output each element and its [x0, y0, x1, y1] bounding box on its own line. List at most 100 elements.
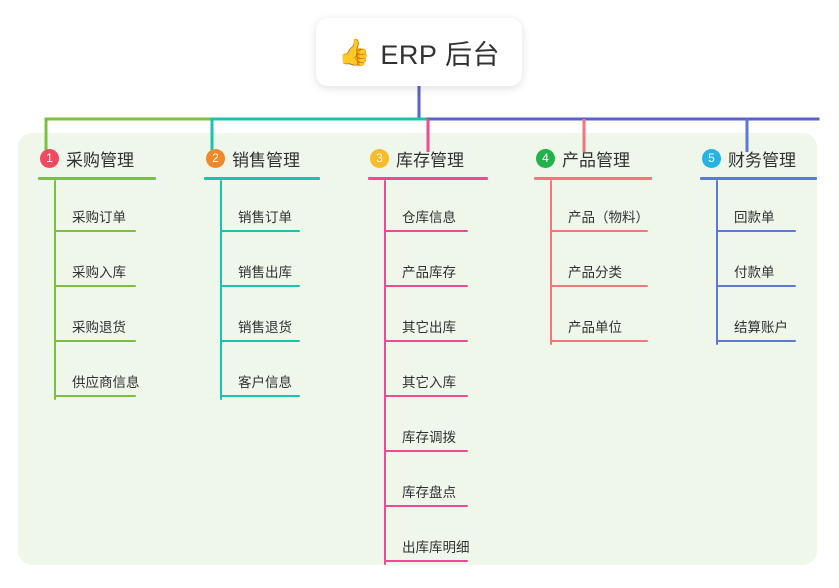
- branch-child-item[interactable]: 供应商信息: [54, 345, 156, 400]
- branch-child-item[interactable]: 客户信息: [220, 345, 320, 400]
- branch-child-label: 采购入库: [72, 265, 126, 280]
- branch-title: 库存管理: [396, 150, 464, 170]
- branch-child-item[interactable]: 付款单: [716, 235, 817, 290]
- branch-child-label: 销售出库: [238, 265, 292, 280]
- branch-child-rule: [716, 340, 796, 342]
- branch-child-rule: [384, 340, 468, 342]
- branch-child-label: 销售订单: [238, 210, 292, 225]
- branch-child-item[interactable]: 出库库明细: [384, 510, 488, 565]
- branch-header-4[interactable]: 4 产品管理: [534, 146, 652, 170]
- branch-children: 回款单付款单结算账户: [716, 180, 817, 345]
- branch-children: 销售订单销售出库销售退货客户信息: [220, 180, 320, 400]
- branch-child-rule: [220, 285, 300, 287]
- branch-child-label: 产品单位: [568, 320, 622, 335]
- branch-child-label: 供应商信息: [72, 375, 140, 390]
- branch-child-label: 客户信息: [238, 375, 292, 390]
- root-title: ERP 后台: [380, 39, 500, 70]
- branch-header-5[interactable]: 5 财务管理: [700, 146, 817, 170]
- branch-child-rule: [54, 230, 136, 232]
- branch-child-rule: [550, 230, 648, 232]
- branch-child-rule: [716, 285, 796, 287]
- branch-child-item[interactable]: 产品分类: [550, 235, 652, 290]
- branch-child-label: 产品（物料）: [568, 210, 649, 225]
- branch-child-rule: [220, 230, 300, 232]
- branch-child-rule: [384, 505, 468, 507]
- branch-child-item[interactable]: 采购订单: [54, 180, 156, 235]
- branch-child-label: 采购退货: [72, 320, 126, 335]
- branch-child-label: 产品分类: [568, 265, 622, 280]
- branch-header-rule: [534, 177, 652, 180]
- branch-child-label: 仓库信息: [402, 210, 456, 225]
- branch-child-rule: [54, 285, 136, 287]
- branch-child-rule: [220, 340, 300, 342]
- branch-child-rule: [54, 395, 136, 397]
- branch-child-label: 出库库明细: [402, 540, 470, 555]
- branch-child-rule: [550, 285, 648, 287]
- branch-child-item[interactable]: 仓库信息: [384, 180, 488, 235]
- branch-child-label: 销售退货: [238, 320, 292, 335]
- branch-column-4: 4 产品管理产品（物料） 产品分类产品单位: [534, 146, 652, 345]
- branch-child-rule: [384, 450, 468, 452]
- branch-number-badge: 1: [40, 148, 59, 168]
- branch-column-2: 2 销售管理销售订单销售出库销售退货客户信息: [204, 146, 320, 400]
- branch-child-item[interactable]: 采购退货: [54, 290, 156, 345]
- branch-child-label: 付款单: [734, 265, 775, 280]
- branch-column-3: 3 库存管理仓库信息产品库存其它出库其它入库库存调拨库存盘点出库库明细: [368, 146, 488, 565]
- branch-child-item[interactable]: 产品库存: [384, 235, 488, 290]
- branch-child-item[interactable]: 销售出库: [220, 235, 320, 290]
- branch-child-rule: [220, 395, 300, 397]
- branch-child-rule: [716, 230, 796, 232]
- branch-title: 销售管理: [232, 150, 300, 170]
- branch-header-rule: [204, 177, 320, 180]
- branch-child-label: 其它入库: [402, 375, 456, 390]
- branch-child-item[interactable]: 销售订单: [220, 180, 320, 235]
- branch-child-label: 库存盘点: [402, 485, 456, 500]
- branch-header-rule: [38, 177, 156, 180]
- branch-child-item[interactable]: 结算账户: [716, 290, 817, 345]
- branch-child-rule: [550, 340, 648, 342]
- branch-spine: [716, 180, 718, 345]
- thumbs-up-icon: 👍: [338, 37, 371, 67]
- branch-child-rule: [384, 560, 468, 562]
- branch-child-item[interactable]: 产品（物料）: [550, 180, 652, 235]
- branch-children: 产品（物料） 产品分类产品单位: [550, 180, 652, 345]
- branch-child-item[interactable]: 其它出库: [384, 290, 488, 345]
- branch-spine: [220, 180, 222, 400]
- branch-spine: [54, 180, 56, 400]
- branch-number-badge: 2: [206, 148, 225, 168]
- branch-title: 财务管理: [728, 150, 796, 170]
- branch-header-rule: [368, 177, 488, 180]
- branch-child-item[interactable]: 采购入库: [54, 235, 156, 290]
- branch-title: 产品管理: [562, 150, 630, 170]
- branch-children: 仓库信息产品库存其它出库其它入库库存调拨库存盘点出库库明细: [384, 180, 488, 565]
- branches-panel: [18, 133, 817, 565]
- root-node[interactable]: 👍 ERP 后台: [316, 18, 522, 86]
- branch-number-badge: 5: [702, 148, 721, 168]
- branch-child-item[interactable]: 销售退货: [220, 290, 320, 345]
- branch-child-rule: [384, 285, 468, 287]
- branch-child-item[interactable]: 回款单: [716, 180, 817, 235]
- branch-child-rule: [384, 230, 468, 232]
- branch-child-label: 回款单: [734, 210, 775, 225]
- branch-child-label: 采购订单: [72, 210, 126, 225]
- branch-child-rule: [384, 395, 468, 397]
- branch-child-label: 其它出库: [402, 320, 456, 335]
- branch-child-item[interactable]: 产品单位: [550, 290, 652, 345]
- branch-number-badge: 4: [536, 148, 555, 168]
- branch-child-rule: [54, 340, 136, 342]
- branch-header-3[interactable]: 3 库存管理: [368, 146, 488, 170]
- branch-child-item[interactable]: 其它入库: [384, 345, 488, 400]
- branch-spine: [384, 180, 386, 565]
- branch-child-label: 库存调拨: [402, 430, 456, 445]
- branch-child-label: 结算账户: [734, 320, 788, 335]
- branch-column-5: 5 财务管理回款单付款单结算账户: [700, 146, 817, 345]
- branch-header-rule: [700, 177, 817, 180]
- branch-number-badge: 3: [370, 148, 389, 168]
- branch-header-2[interactable]: 2 销售管理: [204, 146, 320, 170]
- branch-child-item[interactable]: 库存调拨: [384, 400, 488, 455]
- branch-child-item[interactable]: 库存盘点: [384, 455, 488, 510]
- branch-children: 采购订单采购入库采购退货供应商信息: [54, 180, 156, 400]
